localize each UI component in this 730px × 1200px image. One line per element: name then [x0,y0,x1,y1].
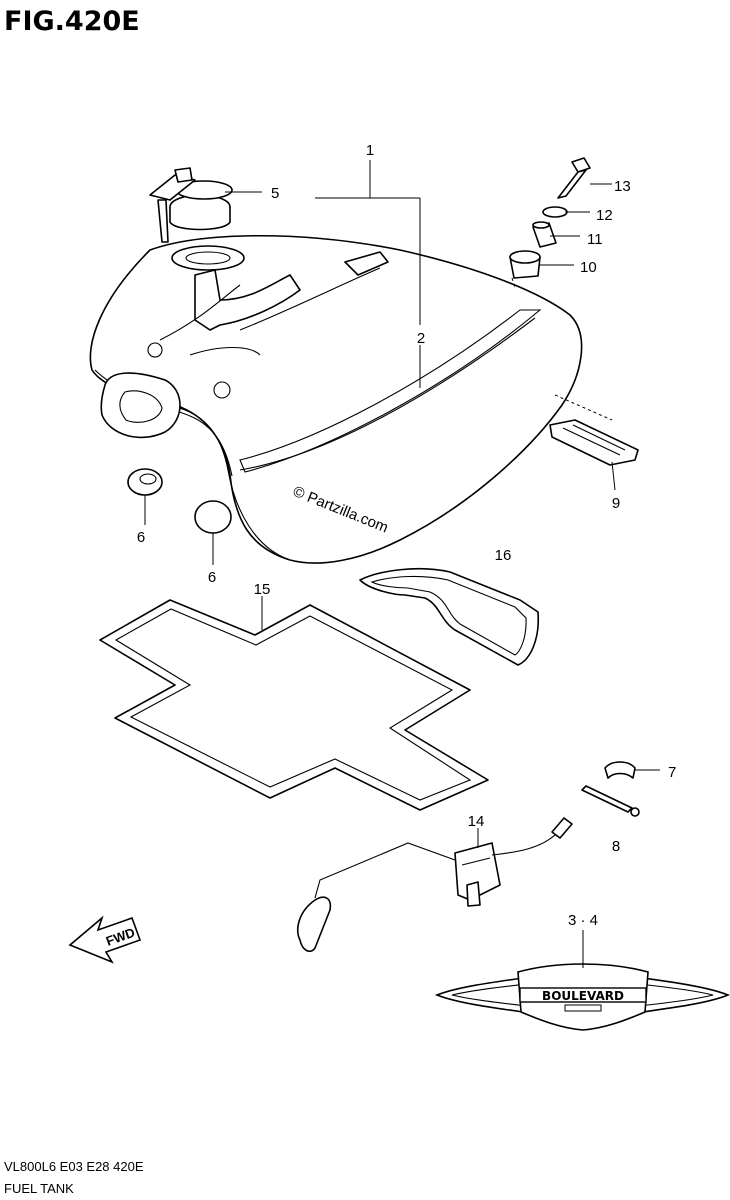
gasket-16[interactable] [359,567,540,666]
forward-direction-arrow: FWD [68,915,142,964]
callout-11: 11 [587,231,603,248]
callout-13: 13 [614,178,631,195]
callout-12: 12 [596,207,613,224]
section-name: FUEL TANK [4,1181,74,1196]
callout-5: 5 [271,185,279,202]
model-code: VL800L6 E03 E28 420E [4,1159,144,1174]
figure-title: FIG.420E [4,6,140,37]
sheet-15[interactable] [99,599,489,811]
fuel-cap[interactable] [149,167,233,243]
callout-9: 9 [612,495,620,512]
fuel-tank[interactable] [89,234,583,564]
pad-9[interactable] [549,419,639,466]
emblem-text: BOULEVARD [542,989,624,1003]
callout-labels: 1 2 3 · 4 5 6 6 7 8 9 10 11 12 13 14 15 … [137,142,677,929]
callout-7: 7 [668,764,676,781]
bolt-13[interactable] [557,157,591,199]
emblem-3-4[interactable]: BOULEVARD [434,963,730,1031]
cushion-10[interactable] [509,250,541,279]
fuel-level-sender-14[interactable] [297,817,573,952]
cap-6b[interactable] [194,500,232,534]
callout-8: 8 [612,838,620,855]
washer-12[interactable] [542,206,568,218]
callout-6b: 6 [208,569,216,586]
callout-3-4: 3 · 4 [568,912,598,929]
clamp-7[interactable] [604,761,636,779]
grommet-6a[interactable] [127,468,163,496]
callout-15: 15 [254,581,271,598]
collar-11[interactable] [532,221,557,248]
callout-6a: 6 [137,529,145,546]
leader-lines [144,160,660,968]
callout-2: 2 [417,330,425,347]
sensor-8[interactable] [581,785,640,817]
callout-14: 14 [468,813,485,830]
callout-16: 16 [495,547,512,564]
callout-10: 10 [580,259,597,276]
callout-1: 1 [366,142,374,159]
